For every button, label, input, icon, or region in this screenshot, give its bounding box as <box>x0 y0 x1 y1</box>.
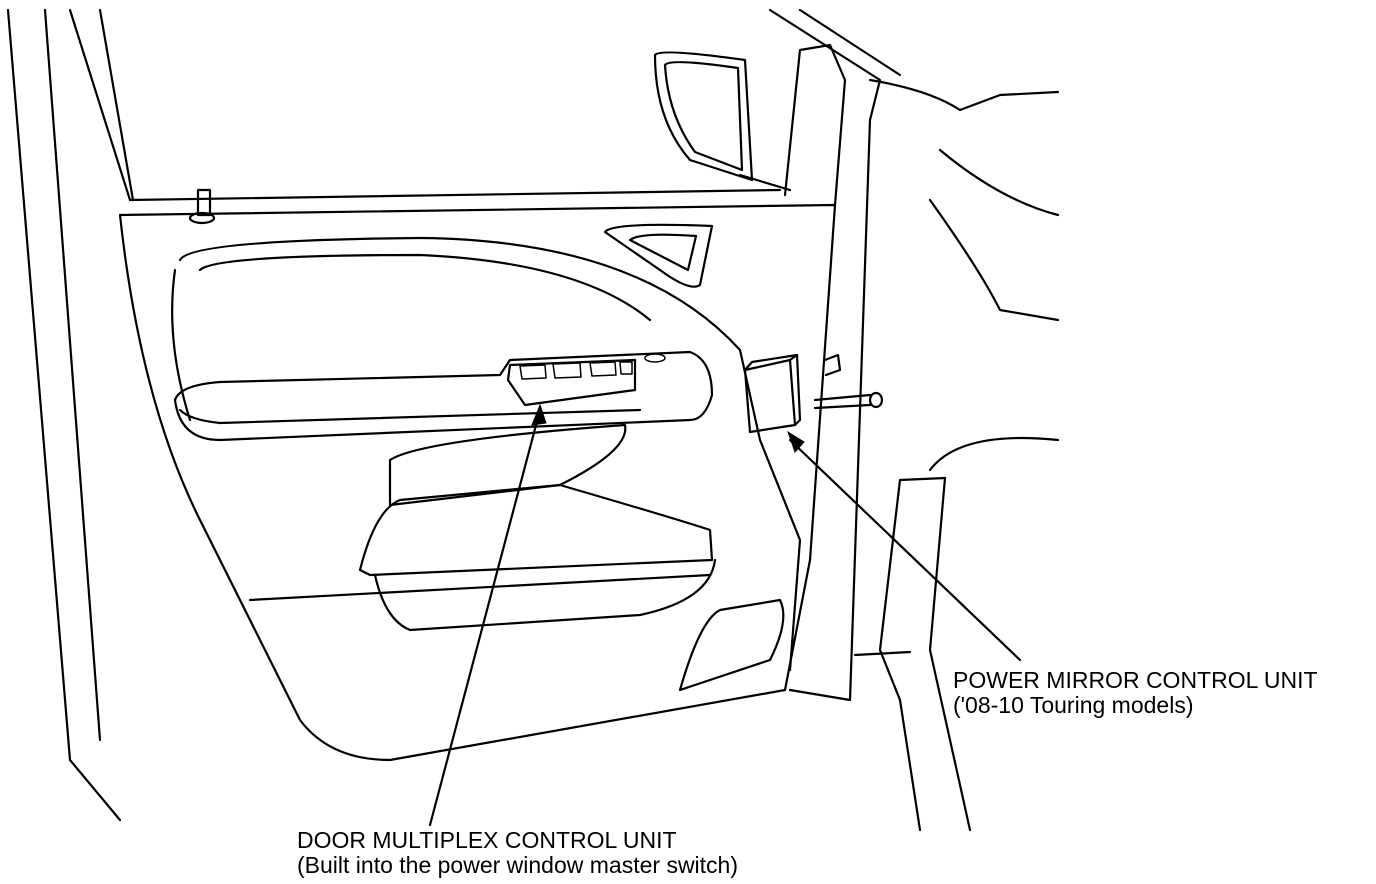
power-mirror-callout: POWER MIRROR CONTROL UNIT ('08-10 Tourin… <box>953 668 1318 718</box>
door-multiplex-title: DOOR MULTIPLEX CONTROL UNIT <box>297 827 677 853</box>
door-frame <box>6 8 902 822</box>
power-mirror-title: POWER MIRROR CONTROL UNIT <box>953 667 1318 693</box>
leader-lines <box>428 403 1022 827</box>
inner-handle <box>603 223 714 288</box>
side-mirror <box>653 43 847 207</box>
mirror-control-box <box>743 353 802 434</box>
hinge-rod <box>813 353 884 410</box>
door-panel <box>118 203 837 762</box>
door-multiplex-callout: DOOR MULTIPLEX CONTROL UNIT (Built into … <box>297 828 738 878</box>
door-multiplex-note: (Built into the power window master swit… <box>297 852 738 878</box>
lock-knob <box>188 188 216 225</box>
armrest <box>173 350 714 442</box>
door-pocket <box>248 423 785 692</box>
power-mirror-note: ('08-10 Touring models) <box>953 692 1194 718</box>
master-switch <box>506 353 666 407</box>
interior-seats <box>853 78 1060 832</box>
